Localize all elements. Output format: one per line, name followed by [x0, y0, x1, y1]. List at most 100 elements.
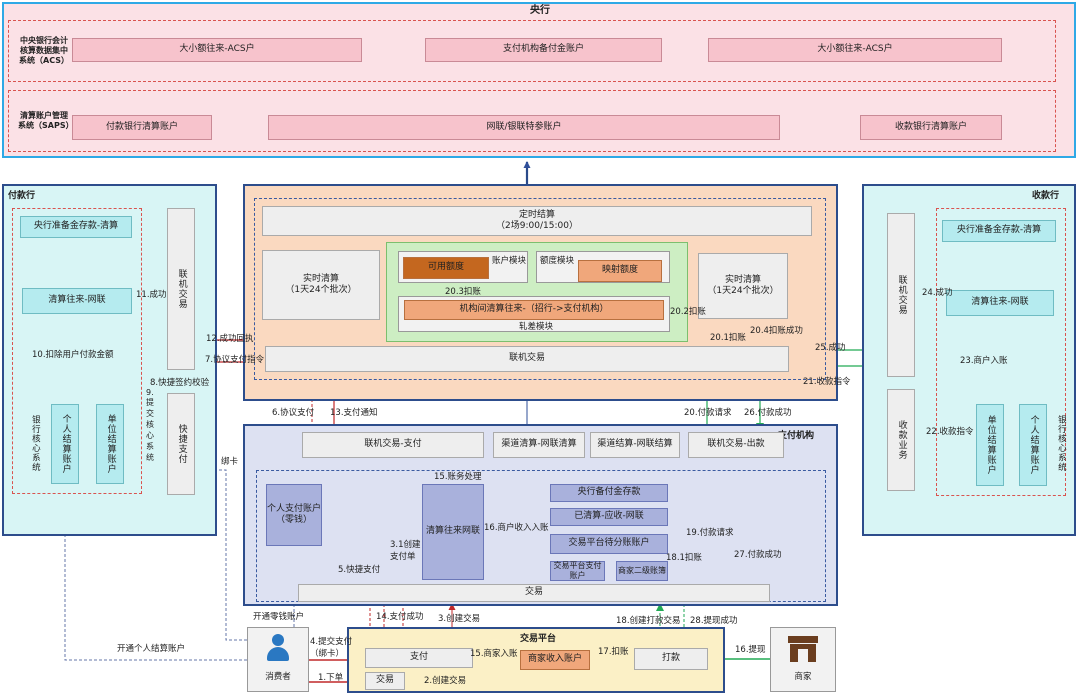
scheduled-settlement: 定时结算 （2场9:00/15:00）: [262, 206, 812, 236]
consumer-icon: [266, 634, 290, 664]
label-open-change: 开通零钱账户: [253, 612, 305, 622]
label-11: 11.成功: [136, 290, 167, 300]
netlink-inner: [254, 198, 826, 380]
label-16b: 16.提现: [735, 645, 766, 655]
label-20-4: 20.4扣账成功: [750, 326, 803, 336]
personal-change-account: 个人支付账户（零钱）: [266, 484, 322, 546]
payee-bank-title: 收款行: [1032, 191, 1060, 201]
label-16: 16.商户收入入账: [484, 523, 549, 533]
platform-withdraw: 打款: [634, 648, 708, 670]
payer-reserve: 央行准备金存款-清算: [20, 216, 132, 238]
label-14: 14.支付成功: [376, 612, 424, 622]
label-20-1: 20.1扣账: [710, 333, 746, 343]
label-20: 20.付款请求: [684, 408, 732, 418]
payee-core-label: 银行核心系统: [1056, 414, 1067, 472]
realtime-clearing-left: 实时清算 （1天24个批次）: [262, 250, 380, 320]
online-trade-payout: 联机交易-出款: [688, 432, 784, 458]
acs-region: [8, 20, 1056, 82]
reserve-deposit: 央行备付金存款: [550, 484, 668, 502]
payer-corporate-account: 单位结算账户: [96, 404, 124, 484]
realtime-clearing-right: 实时清算 （1天24个批次）: [698, 253, 788, 319]
merchant-sub-ledger: 商家二级账簿: [616, 561, 668, 581]
platform-pay-account: 交易平台支付账户: [550, 561, 605, 581]
quota-module-label: 额度模块: [540, 256, 575, 266]
payee-core-region: [936, 208, 1066, 496]
label-4: 4.提交支付（绑卡）: [310, 637, 353, 659]
label-17: 17.扣账: [598, 647, 629, 657]
payer-quick-pay: 快捷支付: [167, 393, 195, 495]
label-18: 18.创建打款交易: [616, 616, 681, 626]
label-bind-card: 绑卡: [221, 457, 239, 467]
arrow-open-personal: [61, 485, 247, 661]
acs-label: 中央银行会计核算数据集中系统（ACS）: [19, 36, 69, 65]
diff-module-label: 轧差模块: [518, 321, 553, 332]
label-10: 10.扣除用户付款金额: [32, 350, 114, 360]
label-28: 28.提现成功: [690, 616, 738, 626]
label-9: 9.提交核心系统: [146, 388, 154, 462]
acs-left-account: 大小额往来-ACS户: [72, 38, 362, 62]
label-5: 5.快捷支付: [338, 565, 381, 575]
label-6: 6.协议支付: [272, 408, 315, 418]
account-module-label: 账户模块: [492, 256, 527, 266]
payment-institution-title: 支付机构: [778, 431, 815, 441]
payer-online-trade: 联机交易: [167, 208, 195, 370]
reserve-account: 支付机构备付金账户: [425, 38, 662, 62]
label-22: 22.收款指令: [926, 427, 974, 437]
label-15: 15.账务处理: [434, 472, 482, 482]
label-8: 8.快捷签约校验: [150, 378, 210, 388]
label-26: 26.付款成功: [744, 408, 792, 418]
label-24: 24.成功: [922, 288, 953, 298]
payer-core-label: 银行核心系统: [30, 414, 41, 472]
label-20-2: 20.2扣账: [670, 307, 706, 317]
channel-clearing: 渠道清算-网联清算: [493, 432, 585, 458]
payer-core-region: [12, 208, 142, 494]
merchant-icon: [788, 634, 818, 664]
payee-clearing-account: 收款银行清算账户: [860, 115, 1002, 140]
label-25: 25.成功: [815, 343, 846, 353]
payee-receive-business: 收款业务: [887, 389, 915, 491]
payer-personal-account: 个人结算账户: [51, 404, 79, 484]
label-19: 19.付款请求: [686, 528, 734, 538]
cleared-receivable: 已清算-应收-网联: [550, 508, 668, 526]
central-bank-title: 央行: [530, 4, 550, 16]
label-15b: 15.商家入账: [470, 649, 518, 659]
channel-settlement: 渠道结算-网联结算: [590, 432, 680, 458]
consumer-label: 消费者: [265, 671, 291, 682]
payee-online-trade: 联机交易: [887, 213, 915, 377]
trading-platform-title: 交易平台: [520, 634, 557, 644]
label-7: 7.协议支付指令: [205, 355, 265, 365]
online-trade-pay: 联机交易-支付: [302, 432, 484, 458]
payee-corporate-account: 单位结算账户: [976, 404, 1004, 486]
payee-personal-account: 个人结算账户: [1019, 404, 1047, 486]
label-13: 13.支付通知: [330, 408, 378, 418]
label-23: 23.商户入账: [960, 356, 1008, 366]
label-3: 3.创建交易: [438, 614, 481, 624]
netlink-special-account: 网联/银联特参账户: [268, 115, 780, 140]
label-20-3: 20.3扣账: [445, 287, 481, 297]
payer-bank-title: 付款行: [8, 191, 36, 201]
merchant-income-account: 商家收入账户: [520, 650, 590, 670]
saps-region: [8, 90, 1056, 152]
institution-inner: [256, 470, 826, 602]
inter-institution-clearing: 机构间清算往来-（招行->支付机构）: [404, 300, 664, 320]
label-12: 12.成功回执: [206, 334, 254, 344]
platform-trade: 交易: [365, 672, 405, 690]
label-21: 21.收款指令: [803, 377, 851, 387]
label-open-personal: 开通个人结算账户: [117, 644, 186, 654]
platform-pay: 支付: [365, 648, 473, 668]
payer-clearing: 清算往来-网联: [22, 288, 132, 314]
label-2: 2.创建交易: [424, 676, 467, 686]
payer-clearing-account: 付款银行清算账户: [72, 115, 212, 140]
mapped-quota: 映射额度: [578, 260, 662, 282]
clearing-netlink: 清算往来网联: [422, 484, 484, 580]
label-18-1: 18.1扣账: [666, 553, 702, 563]
merchant-label: 商家: [794, 671, 812, 682]
netlink-online-trade: 联机交易: [265, 346, 789, 372]
label-27: 27.付款成功: [734, 550, 782, 560]
label-1: 1.下单: [318, 673, 344, 683]
acs-right-account: 大小额往来-ACS户: [708, 38, 1002, 62]
payee-clearing: 清算往来-网联: [946, 290, 1054, 316]
label-3-1: 3.1创建支付单: [390, 540, 421, 562]
payee-reserve: 央行准备金存款-清算: [942, 220, 1056, 242]
saps-label: 清算账户管理系统（SAPS）: [18, 111, 74, 130]
